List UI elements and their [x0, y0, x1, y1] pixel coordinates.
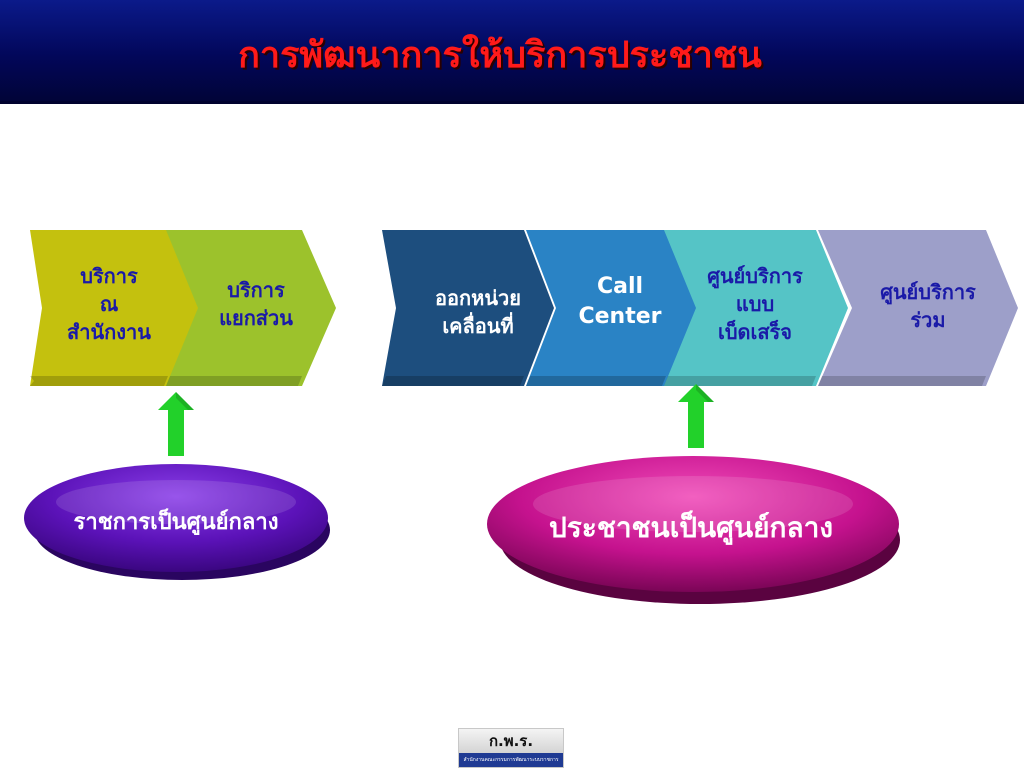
up-arrow-icon: [158, 392, 194, 456]
chevron-joint-service-center: [818, 230, 1018, 386]
chevron-shape: [30, 230, 200, 386]
citizen-centric-label: ประชาชนเป็นศูนย์กลาง: [548, 511, 834, 544]
chevron-mobile-unit: [382, 230, 554, 386]
chevron-onsite-service-label: บริการ ณ สำนักงาน: [67, 264, 151, 344]
chevron-call-center: [526, 230, 698, 386]
chevron-onsite-service: [30, 230, 200, 386]
opdc-logo: ก.พ.ร. สำนักงานคณะกรรมการพัฒนาระบบราชการ: [458, 728, 564, 768]
logo-abbr: ก.พ.ร.: [459, 729, 563, 753]
logo-subtitle: สำนักงานคณะกรรมการพัฒนาระบบราชการ: [459, 753, 563, 767]
chevron-separate-service: [166, 230, 336, 386]
chevron-one-stop-service: [664, 230, 848, 386]
chevron-joint-service-center-label: ศูนย์บริการ ร่วม: [880, 280, 976, 332]
up-arrow-icon: [678, 384, 714, 448]
title-bar: การพัฒนาการให้บริการประชาชน: [0, 0, 1024, 104]
slide-title: การพัฒนาการให้บริการประชาชน: [238, 35, 762, 76]
government-centric-ellipse: [24, 464, 330, 580]
citizen-centric-ellipse: [487, 456, 900, 604]
chevron-one-stop-service-label: ศูนย์บริการ แบบ เบ็ดเสร็จ: [707, 264, 803, 344]
government-centric-label: ราชการเป็นศูนย์กลาง: [73, 510, 279, 535]
chevron-call-center-label: Call Center: [578, 274, 662, 329]
chevron-separate-service-label: บริการ แยกส่วน: [219, 278, 293, 330]
chevron-mobile-unit-label: ออกหน่วย เคลื่อนที่: [435, 286, 521, 338]
